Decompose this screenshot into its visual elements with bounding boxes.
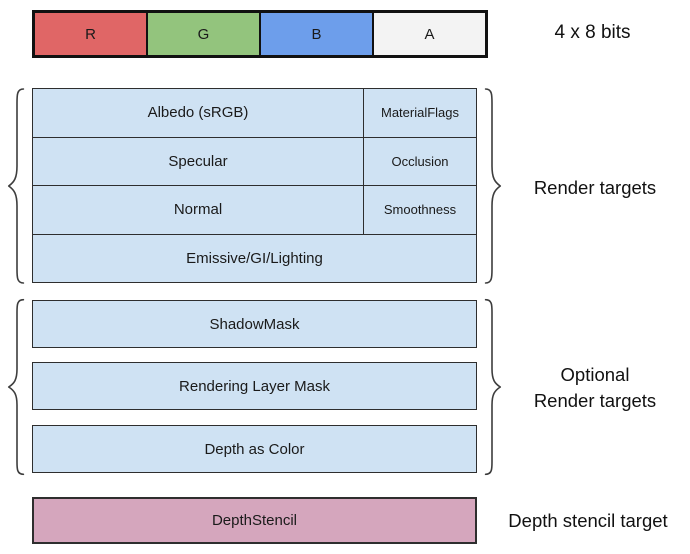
brace-right-render-targets [481,86,503,286]
brace-left-render-targets [6,86,28,286]
optional-label-line2: Render targets [533,390,657,411]
render-targets-table: Albedo (sRGB) MaterialFlags Specular Occ… [32,88,477,283]
render-target-smoothness: Smoothness [363,186,476,234]
pixel-format-bar: R G B A [32,10,488,58]
table-row: Albedo (sRGB) MaterialFlags [33,89,476,137]
depth-stencil-label: Depth stencil target [508,510,668,531]
optional-label-line1: Optional [560,364,630,385]
render-target-albedo: Albedo (sRGB) [147,104,249,122]
channel-cell-b: B [259,13,372,55]
table-row: Specular Occlusion [33,136,476,185]
render-targets-label: Render targets [533,177,657,198]
render-target-specular: Specular [168,152,228,170]
depth-stencil-box: DepthStencil [32,497,477,544]
render-target-materialflags: MaterialFlags [363,89,476,137]
render-target-emissive: Emissive/GI/Lighting [186,249,323,267]
pixel-format-caption: 4 x 8 bits [554,22,631,43]
brace-right-optional-targets [481,297,503,477]
channel-cell-g: G [146,13,259,55]
render-target-normal: Normal [173,201,223,219]
optional-target-depth-as-color: Depth as Color [32,425,477,473]
brace-left-optional-targets [6,297,28,477]
optional-target-shadowmask: ShadowMask [32,300,477,348]
channel-cell-r: R [35,13,146,55]
table-row: Normal Smoothness [33,185,476,234]
channel-cell-a: A [372,13,485,55]
optional-target-rendering-layer-mask: Rendering Layer Mask [32,362,477,410]
optional-render-targets-label: Optional Render targets [500,362,690,414]
render-target-occlusion: Occlusion [363,137,476,185]
table-row: Emissive/GI/Lighting [33,233,476,283]
